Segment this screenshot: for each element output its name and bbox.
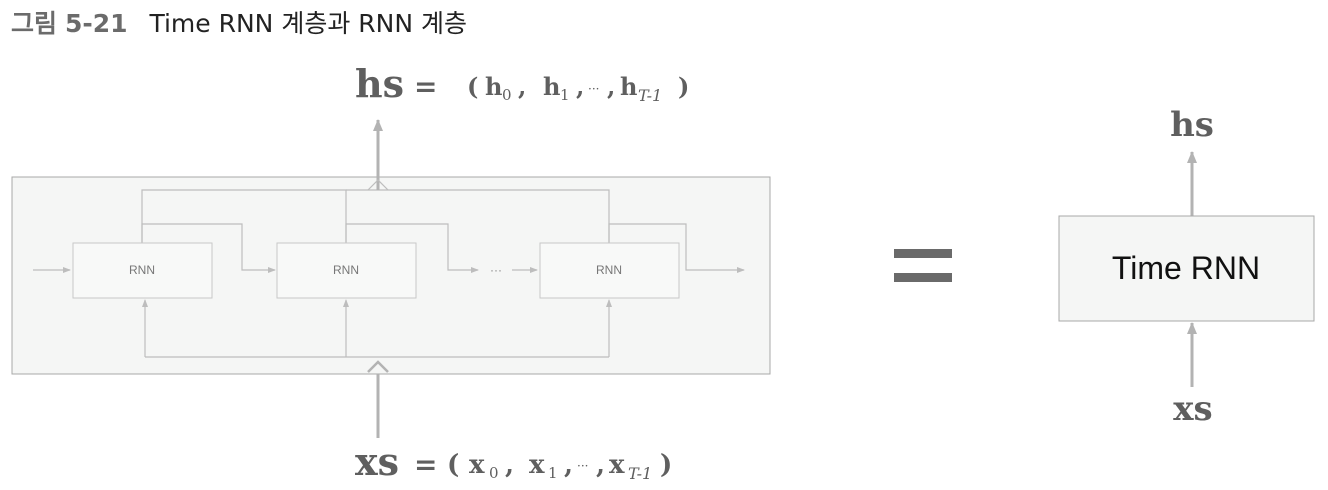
hs-comma: , (576, 72, 584, 101)
xs-xT-sub: T-1 (628, 464, 652, 483)
rnn-cell-3: RNN (539, 242, 680, 299)
xs-x0: x (469, 450, 485, 480)
rnn-cell-label: RNN (333, 263, 359, 277)
hs-output-arrow (367, 119, 389, 191)
hs-comma: , (607, 72, 615, 101)
xs-x0-sub: 0 (489, 464, 499, 482)
xs-comma: , (564, 450, 573, 480)
hs-hT: h (620, 72, 637, 101)
hs-equals: = (414, 70, 437, 103)
hs-open: ( (467, 72, 478, 101)
hs-close: ) (678, 72, 689, 101)
time-rnn-label: Time RNN (1112, 250, 1260, 286)
hs-h1: h (543, 72, 560, 101)
caption-number: 5-21 (64, 9, 128, 38)
rnn-cell-label: RNN (596, 263, 622, 277)
xs-input-arrow (367, 360, 389, 438)
right-xs-label: xs (1173, 389, 1212, 429)
hs-symbol: hs (355, 61, 404, 106)
rnn-cell-2: RNN (276, 242, 417, 299)
xs-equals: = (414, 448, 437, 481)
hs-h0-sub: 0 (502, 86, 512, 104)
xs-x1: x (529, 450, 545, 480)
equals-sign: = (894, 249, 952, 282)
xs-formula: xs = ( x 0 , x 1 , ··· , x T-1 ) (355, 439, 672, 484)
xs-dots: ··· (577, 459, 588, 473)
rnn-cell-1: RNN (72, 242, 213, 299)
xs-comma: , (596, 450, 605, 480)
xs-x1-sub: 1 (548, 464, 558, 482)
ellipsis: ··· (490, 263, 502, 277)
xs-symbol: xs (355, 439, 399, 484)
caption-text: Time RNN 계층과 RNN 계층 (149, 9, 467, 38)
rnn-cell-label: RNN (129, 263, 155, 277)
time-rnn-block: Time RNN (1058, 215, 1315, 322)
caption-label: 그림 (11, 9, 58, 38)
hs-comma: , (518, 72, 526, 101)
xs-close: ) (660, 450, 672, 480)
hs-dots: ··· (588, 82, 599, 96)
xs-comma: , (505, 450, 514, 480)
hs-formula: hs = ( h 0 , h 1 , ··· , h T-1 ) (355, 61, 689, 106)
xs-xT: x (609, 450, 625, 480)
hs-h1-sub: 1 (560, 86, 570, 104)
xs-open: ( (447, 450, 459, 480)
hs-hT-sub: T-1 (638, 86, 662, 105)
connection-lines (33, 189, 745, 358)
figure-caption: 그림 5-21 Time RNN 계층과 RNN 계층 (11, 4, 467, 40)
right-hs-label: hs (1170, 105, 1214, 145)
hs-h0: h (485, 72, 502, 101)
